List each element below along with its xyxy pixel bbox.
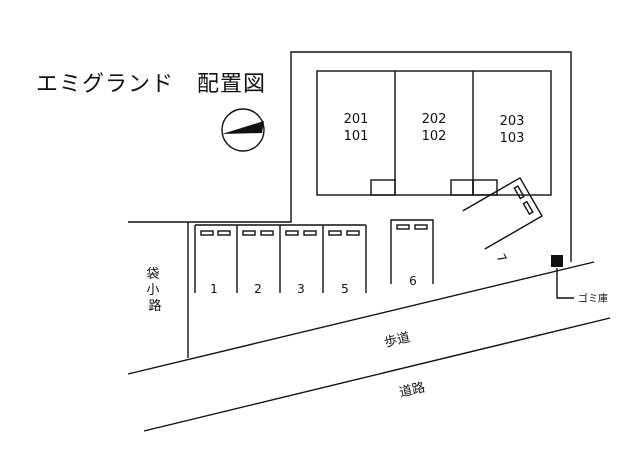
entrance-box-1 <box>370 179 396 196</box>
garbage-storage <box>551 255 563 267</box>
page-title: エミグランド 配置図 <box>36 72 267 97</box>
wheel-stop <box>242 230 256 236</box>
parking-number-1: 1 <box>210 282 218 296</box>
road-label: 道路 <box>398 379 427 400</box>
wheel-stop <box>285 230 299 236</box>
road-edge-middle <box>142 262 594 360</box>
parking-space-7 <box>462 176 543 250</box>
side-road-char: 小 <box>146 283 159 298</box>
unit-number-202: 202 <box>422 112 447 127</box>
unit-number-103: 103 <box>500 131 525 146</box>
building-outline <box>316 70 552 196</box>
compass-arrow-icon <box>222 121 264 134</box>
unit-number-102: 102 <box>422 129 447 144</box>
unit-number-203: 203 <box>500 114 525 129</box>
parking-number-5: 5 <box>341 282 349 296</box>
wheel-stop <box>513 185 525 200</box>
parking-number-7: 7 <box>493 251 509 265</box>
side-road-char: 路 <box>148 298 161 314</box>
parking-number-2: 2 <box>254 282 262 296</box>
wheel-stop <box>328 230 342 236</box>
parking-number-3: 3 <box>297 282 305 296</box>
wheel-stop <box>260 230 274 236</box>
garbage-leader-line <box>556 268 574 299</box>
sidewalk-label: 歩道 <box>383 330 412 350</box>
wheel-stop <box>200 230 214 236</box>
wheel-stop <box>303 230 317 236</box>
wheel-stop <box>396 224 410 230</box>
road-edge-lower <box>143 317 611 432</box>
unit-number-101: 101 <box>344 129 369 144</box>
site-boundary <box>128 51 572 358</box>
wheel-stop <box>414 224 428 230</box>
garbage-label: ゴミ庫 <box>578 292 608 305</box>
side-road-label: 袋 小 路 <box>146 267 163 314</box>
wheel-stop <box>522 200 534 216</box>
parking-space-6 <box>390 219 434 284</box>
compass-circle <box>221 108 265 152</box>
wheel-stop <box>346 230 360 236</box>
entrance-box-3 <box>472 179 498 196</box>
unit-number-201: 201 <box>344 112 369 127</box>
road-edge-upper <box>127 261 595 375</box>
parking-number-6: 6 <box>409 274 417 288</box>
wheel-stop <box>217 230 231 236</box>
entrance-box-2 <box>450 179 474 196</box>
side-road-char: 袋 <box>146 267 159 282</box>
